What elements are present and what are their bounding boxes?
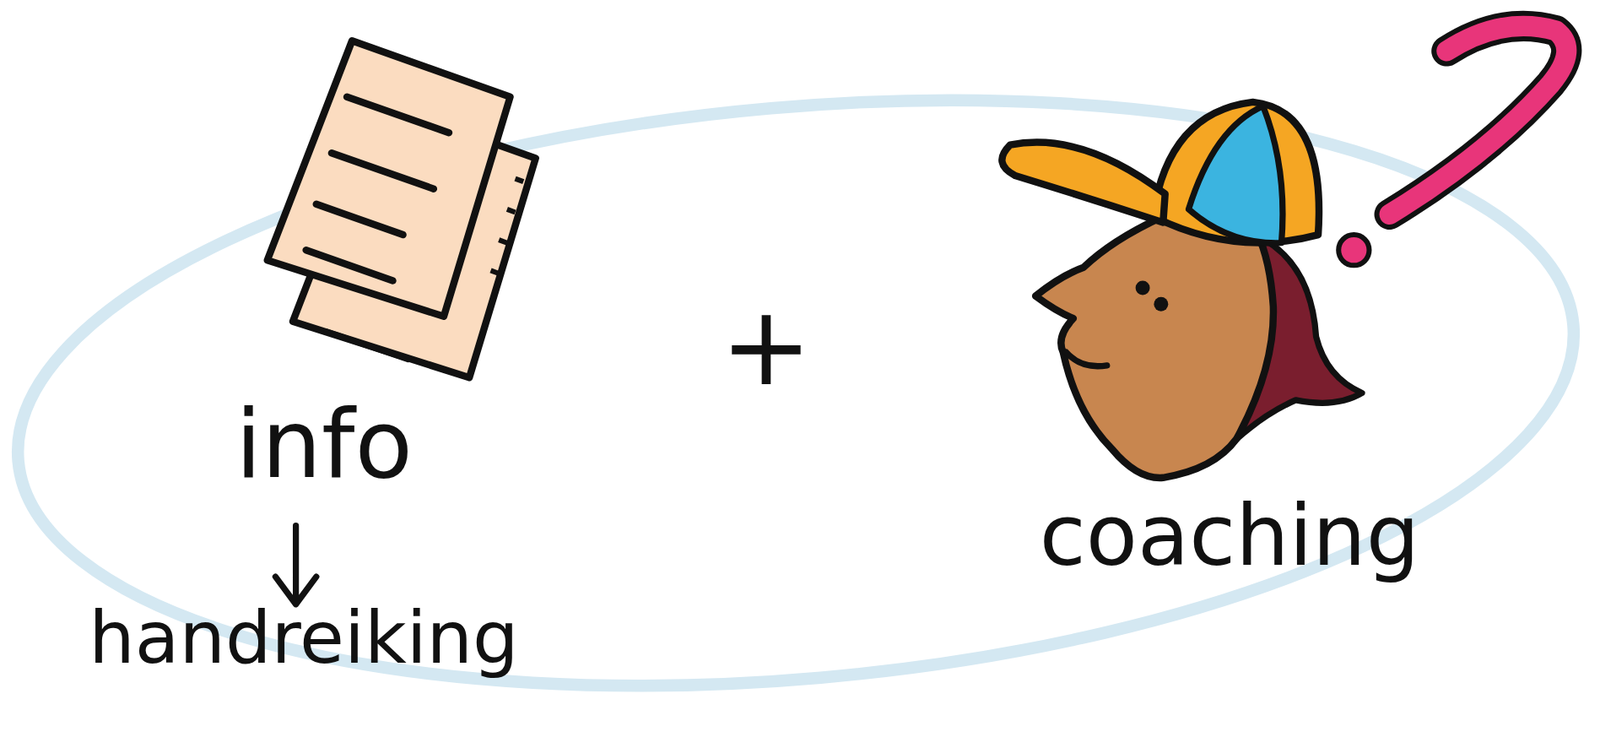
document-icon (267, 40, 536, 378)
info-label: info (235, 396, 413, 492)
down-arrow (275, 525, 316, 605)
question-mark (1338, 26, 1567, 266)
enclosing-ellipse (0, 40, 1599, 746)
coaching-label: coaching (1039, 493, 1420, 579)
coach-head (1001, 102, 1363, 478)
handreiking-label: handreiking (88, 600, 519, 674)
plus-sign: + (720, 291, 813, 401)
